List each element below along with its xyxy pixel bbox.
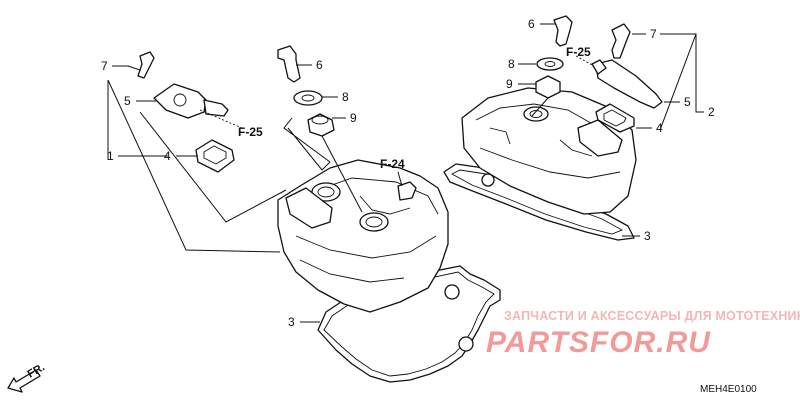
cover-plug-hole-2-inner (365, 216, 383, 228)
callout-5-right: 5 (684, 95, 691, 109)
ref-f25-left: F-25 (238, 125, 263, 139)
bolt-left-6 (277, 45, 301, 83)
grommet-right-9 (535, 75, 561, 99)
watermark-tagline: ЗАПЧАСТИ И АКСЕССУАРЫ ДЛЯ МОТОТЕХНИКИ (504, 309, 800, 323)
callout-6-left: 6 (316, 58, 323, 72)
head-cover-left (277, 159, 449, 313)
callout-4-right: 4 (656, 121, 663, 135)
grommet-left-9 (307, 113, 335, 137)
bracket-pair-left (283, 117, 331, 171)
callout-7-left: 7 (101, 59, 108, 73)
washer-right-8 (536, 57, 564, 71)
seal-left-4 (195, 139, 235, 173)
front-direction-arrow: FR. (7, 361, 47, 393)
breather-plate-left (285, 187, 333, 229)
f24-arrow (397, 171, 403, 187)
callout-1: 1 (107, 149, 114, 163)
pcv-valve-left-bore (173, 93, 187, 107)
bracket-9-left (321, 135, 363, 213)
callout-2: 2 (708, 105, 715, 119)
callout-4-left: 4 (164, 149, 171, 163)
cover-right-detail (489, 127, 593, 157)
pcv-valve-right (595, 59, 663, 109)
cover-right-hole-1-inner (529, 110, 543, 118)
bolt-left-7 (137, 51, 155, 79)
front-direction-label: FR. (26, 361, 47, 380)
callout-9-left: 9 (350, 111, 357, 125)
seal-left-4-inner (203, 145, 227, 165)
gasket-left-boss-2 (444, 284, 460, 300)
washer-left-8-inner (301, 94, 315, 102)
callout-8-right: 8 (508, 57, 515, 71)
callout-8-left: 8 (342, 90, 349, 104)
callout-5-left: 5 (124, 94, 131, 108)
callout-6-right: 6 (528, 17, 535, 31)
watermark-logo: PARTSFOR.RU (486, 326, 711, 359)
callout-3-right: 3 (644, 229, 651, 243)
cover-plug-hole-1-inner (317, 186, 335, 198)
pcv-valve-left-stem (203, 99, 229, 117)
bracket-9-right (531, 97, 549, 117)
ref-f25-right: F-25 (566, 45, 591, 59)
washer-left-8 (293, 90, 323, 106)
gasket-left-boss-1 (458, 336, 474, 352)
bracket-2 (659, 33, 704, 131)
pcv-valve-right-stem (591, 59, 607, 75)
leader-7-left (112, 65, 141, 71)
washer-right-8-inner (544, 61, 556, 67)
cover-right-hole-1 (523, 106, 549, 122)
gasket-right-boss (481, 173, 495, 187)
ref-f24: F-24 (380, 157, 405, 171)
seal-right-4 (595, 103, 635, 133)
breather-nipple (397, 181, 417, 201)
bolt-right-6 (553, 15, 573, 47)
bracket-1 (107, 79, 287, 253)
callout-3-left: 3 (288, 315, 295, 329)
head-cover-left-detail (299, 195, 411, 283)
diagram-code: MEH4E0100 (700, 384, 757, 395)
callout-7-right: 7 (650, 27, 657, 41)
bolt-right-7 (611, 23, 631, 59)
grommet-left-9-top (311, 115, 329, 125)
seal-right-4-inner (603, 109, 627, 127)
callout-9-right: 9 (506, 77, 513, 91)
cover-plug-hole-2 (359, 212, 389, 232)
f25-arrow-right (575, 55, 595, 67)
pcv-valve-left (153, 83, 207, 119)
